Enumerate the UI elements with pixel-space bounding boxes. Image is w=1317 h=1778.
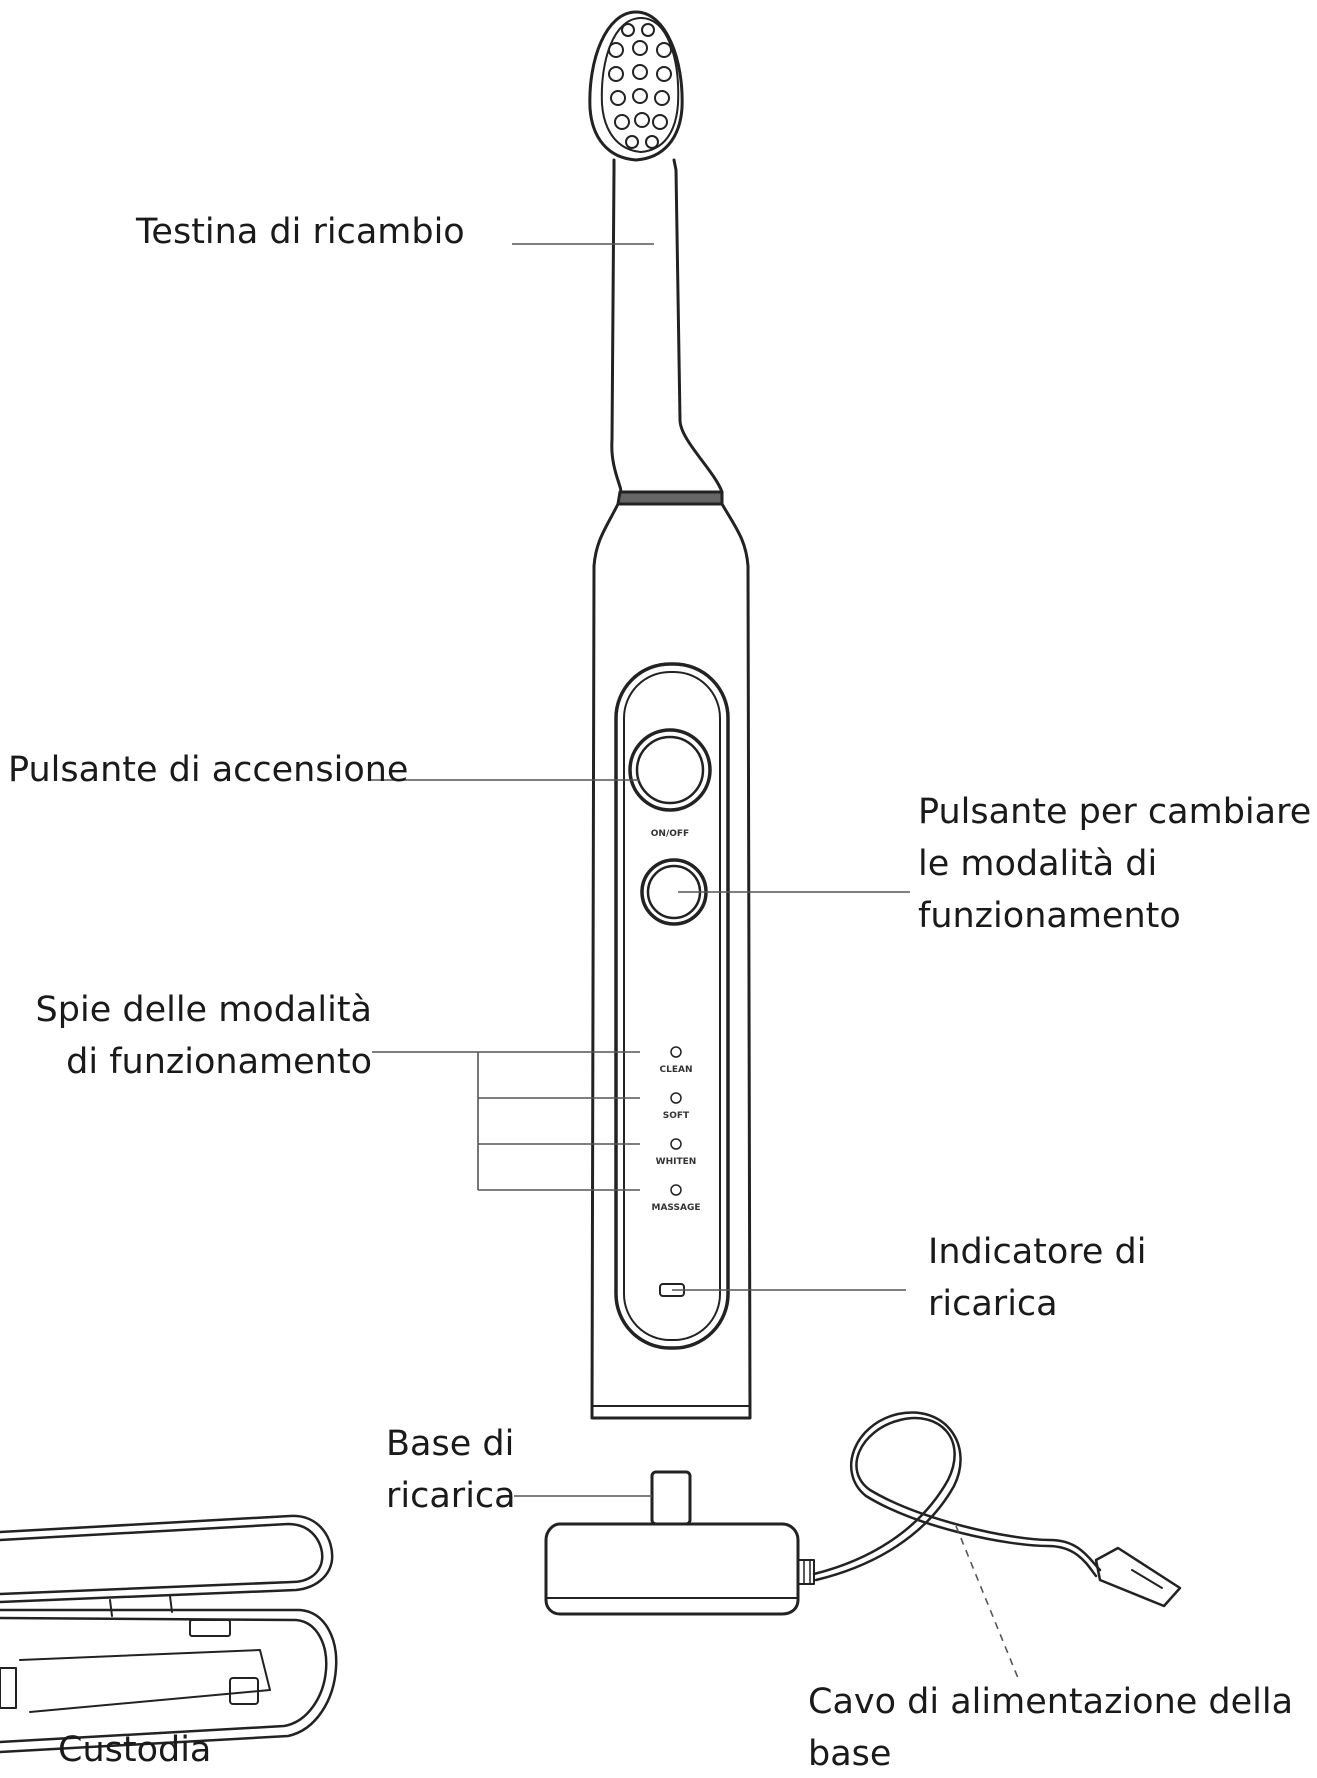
label-replacement-head: Testina di ricambio bbox=[136, 212, 465, 252]
power-cable bbox=[812, 1411, 1182, 1608]
charging-base bbox=[544, 1470, 815, 1616]
leader-lines bbox=[368, 243, 1019, 1679]
label-charge-indicator: Indicatore di ricarica bbox=[928, 1232, 1147, 1324]
brush-handle bbox=[590, 502, 752, 1420]
brush-head bbox=[588, 10, 684, 162]
mode-text-massage: MASSAGE bbox=[652, 1203, 701, 1213]
mode-text-whiten: WHITEN bbox=[656, 1157, 697, 1167]
label-power-cable: Cavo di alimentazione della base bbox=[808, 1682, 1294, 1774]
onoff-text: ON/OFF bbox=[651, 829, 689, 839]
bristle-tufts bbox=[608, 23, 672, 149]
brush-neck bbox=[610, 158, 724, 494]
label-mode-lights: Spie delle modalità di funzionamento bbox=[35, 990, 372, 1082]
mode-leds bbox=[670, 1046, 682, 1196]
label-power-button: Pulsante di accensione bbox=[8, 750, 409, 790]
label-case: Custodia bbox=[58, 1730, 212, 1770]
mode-text-clean: CLEAN bbox=[660, 1065, 693, 1075]
control-panel bbox=[614, 662, 730, 1350]
label-mode-button: Pulsante per cambiare le modalità di fun… bbox=[918, 792, 1312, 936]
mode-text-soft: SOFT bbox=[663, 1111, 690, 1121]
label-charging-base: Base di ricarica bbox=[386, 1424, 516, 1516]
travel-case bbox=[0, 1514, 338, 1754]
onoff-button bbox=[628, 728, 712, 812]
